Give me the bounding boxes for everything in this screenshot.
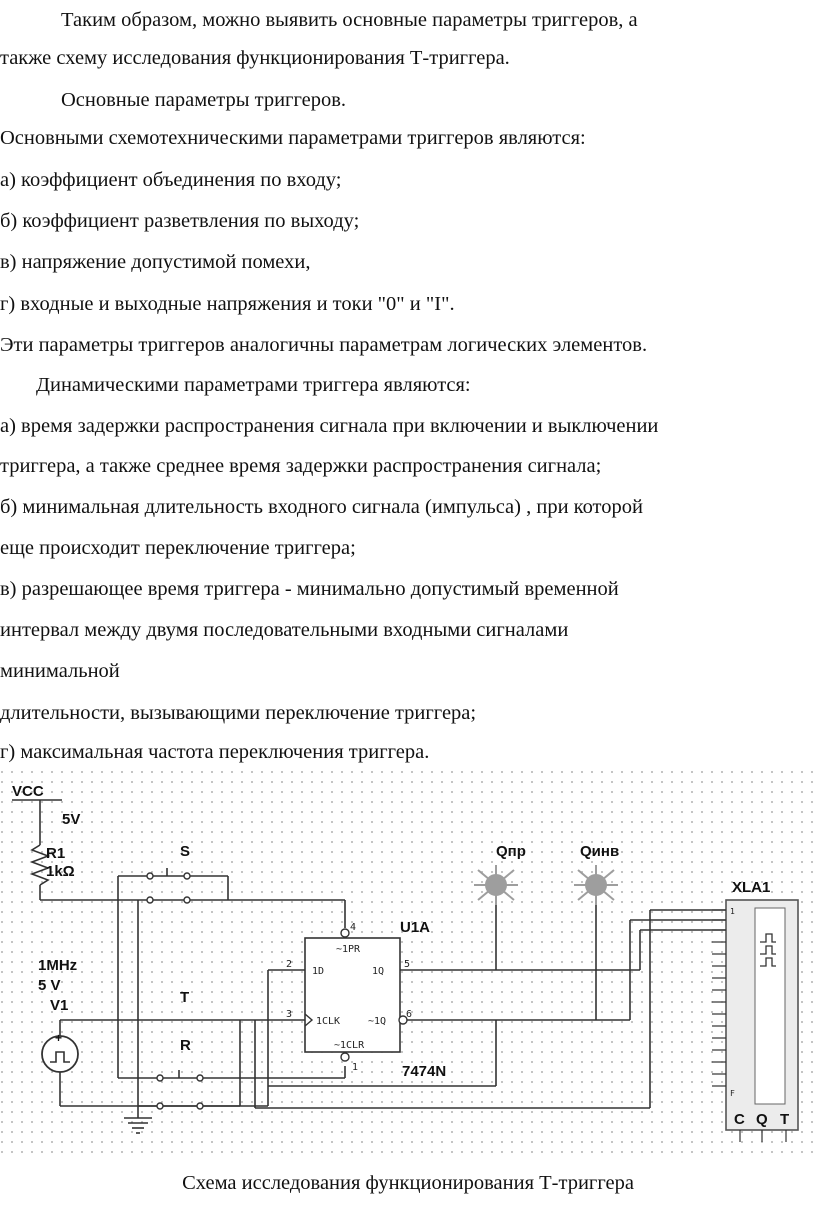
text-line: Эти параметры триггеров аналогичны парам… xyxy=(0,334,648,356)
list-item: г) максимальная частота переключения три… xyxy=(0,741,430,763)
r1-name: R1 xyxy=(46,845,65,862)
analyzer-screen xyxy=(754,907,786,1105)
circuit-schematic: VCC 5V R1 1kΩ S T R 1MHz 5 V V1 U1A 7474… xyxy=(0,770,816,1160)
text-line: минимальной xyxy=(0,660,120,682)
list-item: г) входные и выходные напряжения и токи … xyxy=(0,293,455,315)
pin-label-clk: 1CLK xyxy=(316,1016,340,1027)
switch-t-label: T xyxy=(180,989,189,1006)
pin-label-clr: ~1CLR xyxy=(334,1040,365,1051)
nq-inversion-bubble xyxy=(398,1015,408,1025)
analyzer-top-mark: 1 xyxy=(730,907,735,916)
r1-value: 1kΩ xyxy=(46,863,75,880)
text-line: также схему исследования функционировани… xyxy=(0,47,510,69)
text-line: еще происходит переключение триггера; xyxy=(0,537,356,559)
switch-s-label: S xyxy=(180,843,190,860)
pin-number-5: 5 xyxy=(404,959,410,970)
section-heading: Основные параметры триггеров. xyxy=(61,89,346,111)
list-item: б) минимальная длительность входного сиг… xyxy=(0,496,643,518)
v1-frequency: 1MHz xyxy=(38,957,77,974)
vcc-value: 5V xyxy=(62,811,80,828)
pin-number-6: 6 xyxy=(406,1009,412,1020)
text-line: интервал между двумя последовательными в… xyxy=(0,619,569,641)
text-line: Основными схемотехническими параметрами … xyxy=(0,127,586,149)
vcc-label: VCC xyxy=(12,783,44,800)
list-item: а) время задержки распространения сигнал… xyxy=(0,415,659,437)
probe-qpr-icon xyxy=(474,865,518,905)
text-line: триггера, а также среднее время задержки… xyxy=(0,455,602,477)
v1-name: V1 xyxy=(50,997,68,1014)
list-item: б) коэффициент разветвления по выходу; xyxy=(0,210,360,232)
clr-inversion-bubble xyxy=(340,1052,350,1062)
square-wave-icon xyxy=(50,1051,70,1063)
text-line: длительности, вызывающими переключение т… xyxy=(0,702,477,724)
pin-label-q: 1Q xyxy=(372,966,384,977)
ic-name: U1A xyxy=(400,919,430,936)
probe-qinv-icon xyxy=(574,865,618,905)
clock-triangle xyxy=(304,1013,314,1027)
ic-part-number: 7474N xyxy=(402,1063,446,1080)
analyzer-bottom-mark: F xyxy=(730,1089,735,1098)
analyzer-pin-c: C xyxy=(734,1111,745,1128)
analyzer-pin-q: Q xyxy=(756,1111,768,1128)
text-line: Динамическими параметрами триггера являю… xyxy=(36,374,471,396)
flip-flop-ic xyxy=(304,937,401,1053)
figure-caption: Схема исследования функционирования Т-тр… xyxy=(182,1172,634,1194)
grid-background xyxy=(0,770,816,1160)
list-item: в) напряжение допустимой помехи, xyxy=(0,251,311,273)
text-line: Таким образом, можно выявить основные па… xyxy=(61,9,638,31)
pin-number-4: 4 xyxy=(350,922,356,933)
analyzer-waveform-icon xyxy=(760,933,776,967)
analyzer-name: XLA1 xyxy=(732,879,770,896)
pulse-source-icon xyxy=(41,1035,79,1073)
probe-qinv-label: Qинв xyxy=(580,843,619,860)
list-item: а) коэффициент объединения по входу; xyxy=(0,169,342,191)
pr-inversion-bubble xyxy=(340,928,350,938)
switch-contacts xyxy=(146,872,204,1110)
list-item: в) разрешающее время триггера - минималь… xyxy=(0,578,619,600)
analyzer-pin-t: T xyxy=(780,1111,789,1128)
v1-amplitude: 5 V xyxy=(38,977,61,994)
probe-qpr-label: Qпр xyxy=(496,843,526,860)
pin-label-d: 1D xyxy=(312,966,324,977)
pin-number-2: 2 xyxy=(286,959,292,970)
analyzer-pins xyxy=(712,909,787,1142)
pin-label-pr: ~1PR xyxy=(336,944,361,955)
v1-plus: + xyxy=(55,1031,62,1045)
pin-number-1: 1 xyxy=(352,1062,358,1073)
pin-label-nq: ~1Q xyxy=(368,1016,386,1027)
wires xyxy=(12,799,726,1134)
pin-number-3: 3 xyxy=(286,1009,292,1020)
switch-r-label: R xyxy=(180,1037,191,1054)
